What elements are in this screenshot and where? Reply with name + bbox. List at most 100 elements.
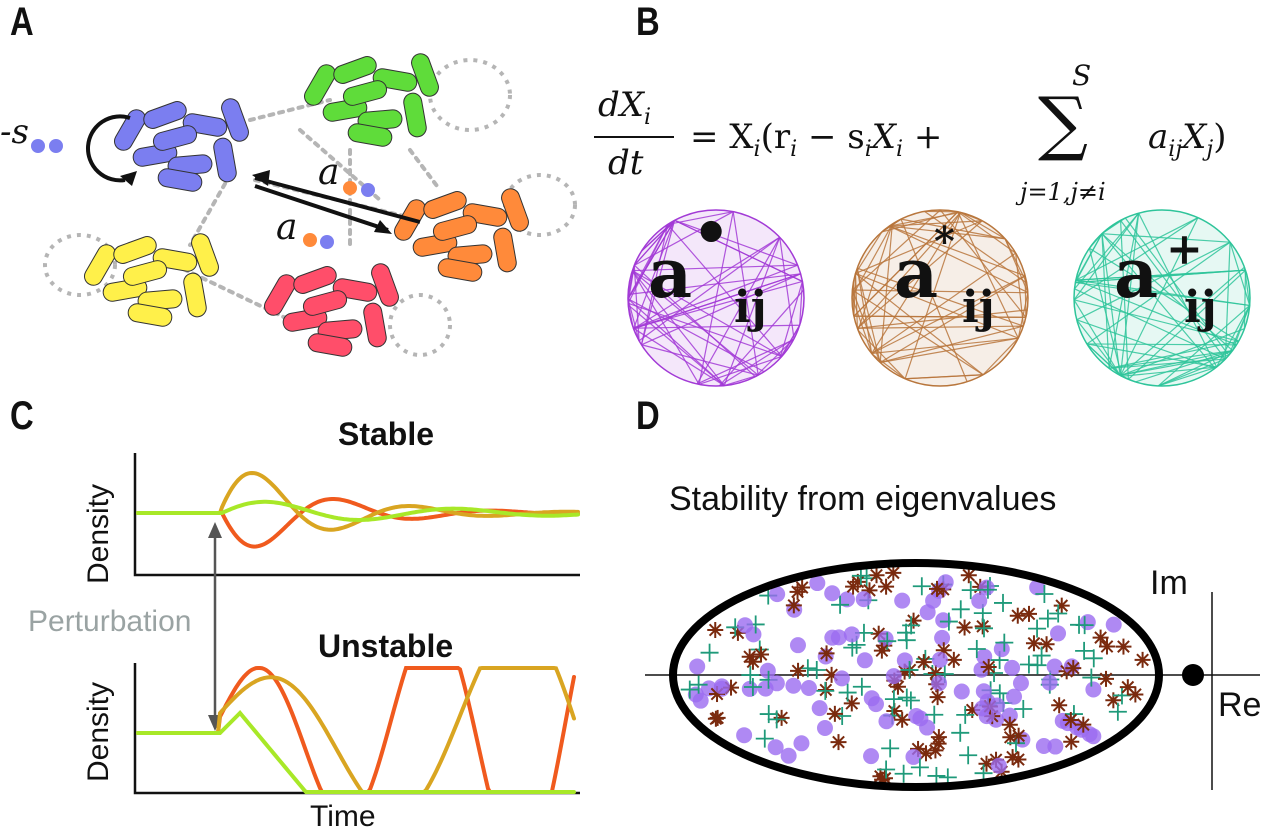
eigenvalue-predator bbox=[885, 564, 902, 581]
asterisk-stroke bbox=[976, 620, 990, 633]
bacterium-cell bbox=[113, 236, 157, 264]
self-loop bbox=[43, 233, 117, 297]
bacterium-cell bbox=[304, 64, 336, 106]
asterisk-stroke bbox=[895, 713, 909, 727]
asterisk-stroke bbox=[1011, 609, 1025, 623]
asterisk-stroke bbox=[1064, 713, 1078, 727]
interaction-label-lower: a bbox=[276, 207, 298, 248]
eigenvalue-random bbox=[692, 692, 709, 709]
eigenvalue-mutualistic bbox=[900, 660, 919, 679]
eigenvalue-mutualistic bbox=[901, 691, 920, 710]
eq-rhs-main: = Xi(ri − siXi + bbox=[690, 117, 943, 162]
eigenvalue-predator bbox=[873, 642, 890, 659]
eigenvalue-random bbox=[993, 641, 1010, 658]
eigenvalue-random bbox=[1105, 616, 1122, 633]
bacterium-cell bbox=[157, 168, 203, 192]
asterisk-stroke bbox=[917, 655, 931, 669]
eigenvalue-predator bbox=[773, 709, 790, 726]
eigenvalue-random bbox=[1050, 625, 1067, 642]
eigenvalue-predator bbox=[894, 711, 911, 728]
eigenvalue-mutualistic bbox=[1075, 616, 1094, 635]
eigenvalue-predator bbox=[1115, 638, 1132, 655]
network-label-predator-sub: ij bbox=[962, 282, 995, 333]
eigenvalue-mutualistic bbox=[978, 580, 997, 599]
eigenvalue-random bbox=[975, 683, 992, 700]
eigenvalue-mutualistic bbox=[1038, 609, 1057, 628]
bacterium-cell bbox=[152, 125, 198, 151]
eigenvalue-random bbox=[885, 668, 902, 685]
arrowhead-back bbox=[252, 170, 270, 186]
asterisk-stroke bbox=[872, 627, 886, 641]
network-label-mutualistic-sub: ij bbox=[1184, 282, 1217, 333]
asterisk-stroke bbox=[746, 655, 760, 669]
eigenvalue-random bbox=[767, 739, 784, 756]
eigenvalue-random bbox=[905, 748, 922, 765]
bacterium-cell bbox=[411, 53, 439, 97]
asterisk-stroke bbox=[1040, 637, 1053, 651]
eigenvalue-predator bbox=[927, 742, 944, 759]
eigenvalue-predator bbox=[789, 583, 806, 600]
perturbation-label: Perturbation bbox=[28, 605, 192, 638]
eigenvalue-random bbox=[937, 574, 954, 591]
panel-label-c: C bbox=[10, 394, 34, 438]
asterisk-stroke bbox=[1003, 718, 1017, 732]
eigenvalue-random bbox=[934, 629, 951, 646]
self-loop bbox=[428, 58, 512, 132]
eigenvalue-mutualistic bbox=[1028, 619, 1047, 638]
eigenvalue-predator bbox=[790, 662, 807, 679]
eigenvalue-mutualistic bbox=[831, 595, 850, 614]
eigenvalue-predator bbox=[1051, 697, 1068, 714]
bacterium-cell bbox=[347, 123, 393, 147]
eigenvalue-mutualistic bbox=[956, 705, 975, 724]
eigenvalue-mutualistic bbox=[1014, 699, 1033, 718]
eigenvalue-random bbox=[855, 591, 872, 608]
asterisk-stroke bbox=[929, 744, 942, 757]
eigenvalue-predator bbox=[1098, 670, 1115, 687]
eigenvalue-predator bbox=[1075, 716, 1092, 733]
eigenvalue-random bbox=[931, 651, 948, 668]
asterisk-stroke bbox=[962, 568, 976, 582]
eigenvalue-random bbox=[737, 617, 754, 634]
eigenvalues-title: Stability from eigenvalues bbox=[669, 480, 1057, 518]
eigenvalue-random bbox=[1004, 659, 1021, 676]
real-axis-label: Re bbox=[1218, 686, 1262, 724]
stability-ellipse bbox=[669, 559, 1163, 791]
eigenvalue-mutualistic bbox=[877, 760, 896, 779]
eigenvalue-predator bbox=[843, 695, 860, 712]
eigenvalue-mutualistic bbox=[927, 766, 946, 785]
eigenvalue-predator bbox=[1053, 597, 1070, 614]
self-regulation-arrowhead bbox=[120, 171, 137, 186]
bacterium-cell bbox=[143, 101, 187, 129]
eigenvalue-mutualistic bbox=[974, 619, 993, 638]
sum-lower-limit: j=1,j≠i bbox=[1020, 178, 1106, 206]
eigenvalue-predator bbox=[707, 710, 724, 727]
sum-upper-limit: S bbox=[1072, 59, 1092, 92]
eigenvalue-predator bbox=[915, 654, 932, 671]
eigenvalue-predator bbox=[1020, 605, 1037, 622]
asterisk-stroke bbox=[820, 647, 833, 660]
asterisk-stroke bbox=[1064, 735, 1078, 749]
interaction-label-upper: a bbox=[318, 152, 340, 193]
x-axis-label-time: Time bbox=[310, 800, 376, 833]
unstable-title: Unstable bbox=[318, 628, 454, 664]
eigenvalue-mutualistic bbox=[959, 746, 978, 765]
eigenvalue-mutualistic bbox=[1082, 668, 1101, 687]
asterisk-stroke bbox=[870, 568, 883, 582]
stable-title: Stable bbox=[338, 416, 435, 452]
eigenvalue-random bbox=[971, 592, 988, 609]
bacterium-cell bbox=[127, 303, 173, 327]
eigenvalue-random bbox=[974, 700, 991, 717]
eigenvalue-mutualistic bbox=[1075, 641, 1094, 660]
eigenvalue-mutualistic bbox=[807, 660, 826, 679]
network-label-mutualistic-base: a bbox=[1114, 234, 1159, 314]
self-regulation-arrow bbox=[85, 114, 131, 183]
eigenvalue-predator bbox=[1134, 651, 1151, 668]
eigenvalue-random bbox=[689, 658, 706, 675]
eigenvalue-random bbox=[838, 591, 855, 608]
self-regulation-label: -s bbox=[0, 112, 29, 152]
molecule-dot bbox=[343, 181, 357, 195]
asterisk-stroke bbox=[1066, 661, 1080, 675]
eigenvalue-random bbox=[1079, 614, 1096, 631]
panel-label-b: B bbox=[636, 0, 660, 44]
